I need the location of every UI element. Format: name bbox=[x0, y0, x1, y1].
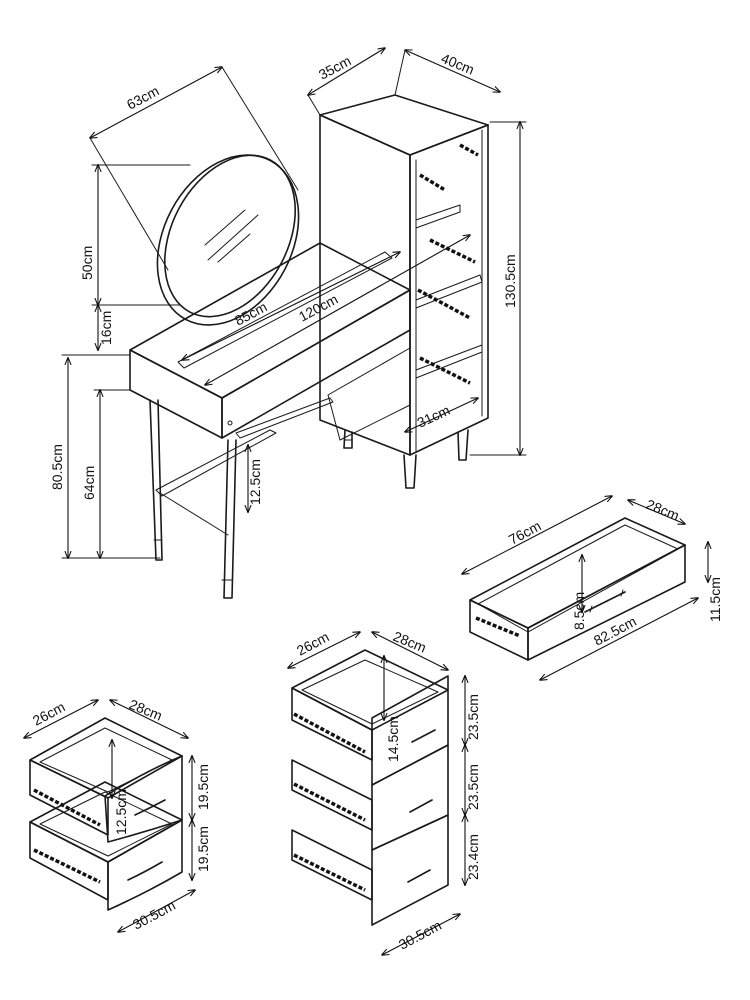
dim-mirror-gap: 16cm bbox=[98, 311, 114, 345]
dim-long-drawer-inner-height: 8.5cm bbox=[571, 592, 587, 630]
dim-long-drawer-outer-length: 82.5cm bbox=[591, 613, 639, 649]
dim-long-drawer-front-height: 11.5cm bbox=[707, 577, 723, 622]
two-drawer-unit: 26cm 28cm 12.5cm 19.5cm 19.5cm 30.5cm bbox=[24, 696, 211, 933]
vanity-desk bbox=[129, 242, 411, 599]
dim-two-drawer-inner-height: 12.5cm bbox=[113, 789, 129, 835]
dim-desk-inner-width: 85cm bbox=[232, 298, 270, 328]
dim-two-drawer-front-width: 30.5cm bbox=[130, 897, 178, 933]
dim-three-drawer-front-2: 23.5cm bbox=[465, 764, 481, 810]
dim-desk-leg-height: 64cm bbox=[81, 466, 97, 500]
dim-two-drawer-front-top: 19.5cm bbox=[195, 764, 211, 810]
dim-mirror-height: 50cm bbox=[79, 246, 95, 280]
tower-shelf bbox=[319, 94, 489, 489]
dim-three-drawer-front-3: 23.4cm bbox=[465, 834, 481, 880]
dim-three-drawer-front-width: 30.5cm bbox=[396, 917, 444, 953]
main-dimensions: 63cm 50cm 16cm 80.5cm 64cm 85cm 120cm 12… bbox=[49, 48, 527, 558]
dim-desk-drawer-height: 12.5cm bbox=[247, 459, 263, 505]
dim-long-drawer-length: 76cm bbox=[506, 517, 544, 547]
dim-desk-total-height: 80.5cm bbox=[49, 444, 65, 490]
three-drawer-unit: 26cm 28cm 14.5cm 23.5cm 23.5cm 23.4cm 30… bbox=[288, 628, 481, 955]
dim-mirror-diameter: 63cm bbox=[124, 82, 162, 112]
dim-two-drawer-front-bottom: 19.5cm bbox=[195, 826, 211, 872]
oval-mirror bbox=[156, 154, 300, 326]
long-drawer: 76cm 28cm 8.5cm 82.5cm 11.5cm bbox=[462, 496, 723, 680]
dim-two-drawer-width: 26cm bbox=[30, 698, 68, 728]
dim-three-drawer-width: 26cm bbox=[294, 628, 332, 658]
dim-three-drawer-inner-height: 14.5cm bbox=[385, 716, 401, 762]
dim-three-drawer-front-1: 23.5cm bbox=[465, 694, 481, 740]
dim-tower-height: 130.5cm bbox=[502, 254, 518, 308]
dim-long-drawer-depth: 28cm bbox=[644, 496, 682, 524]
dim-two-drawer-depth: 28cm bbox=[127, 696, 165, 724]
dim-tower-inner-depth: 31cm bbox=[415, 402, 453, 431]
